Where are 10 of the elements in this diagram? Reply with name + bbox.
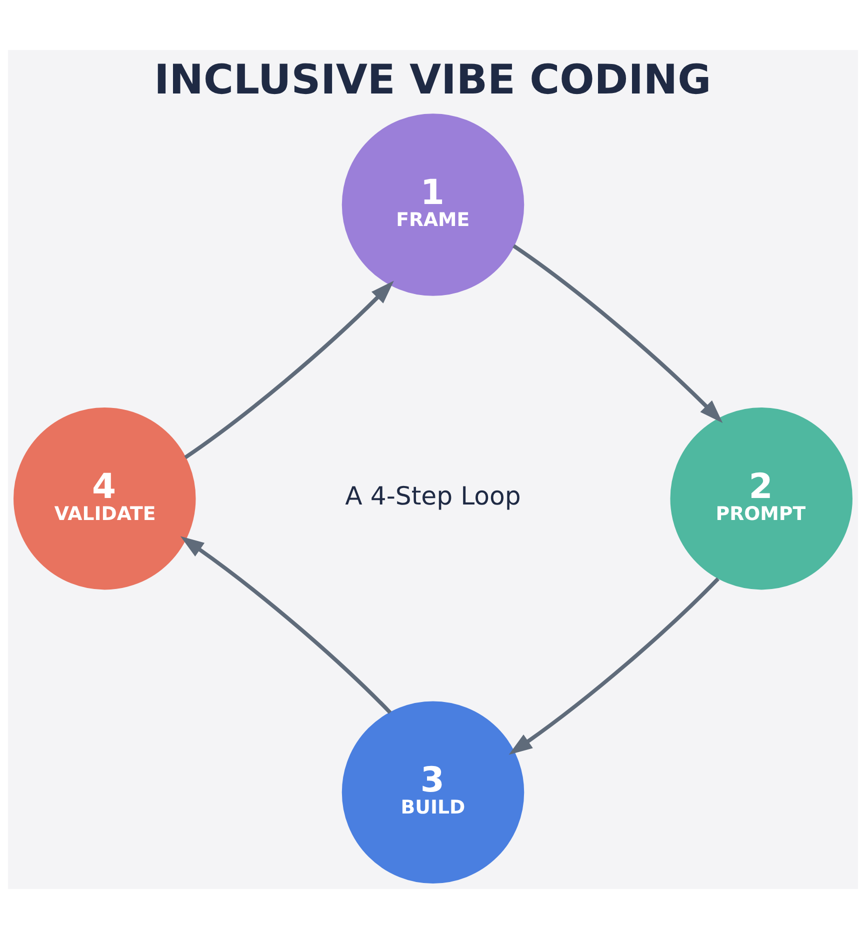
label: A 4-Step Loop (345, 482, 521, 511)
arrow (180, 536, 392, 714)
arrow (184, 280, 394, 460)
diagram-title: INCLUSIVE VIBE CODING (154, 56, 712, 104)
arrow (512, 244, 723, 423)
node-circle: 4 VALIDATE (14, 407, 196, 590)
node-circle: 3 BUILD (342, 701, 524, 884)
node-circle: 1 FRAME (342, 114, 524, 296)
node-circle: 2 PROMPT (670, 407, 852, 590)
arrow (508, 577, 720, 755)
